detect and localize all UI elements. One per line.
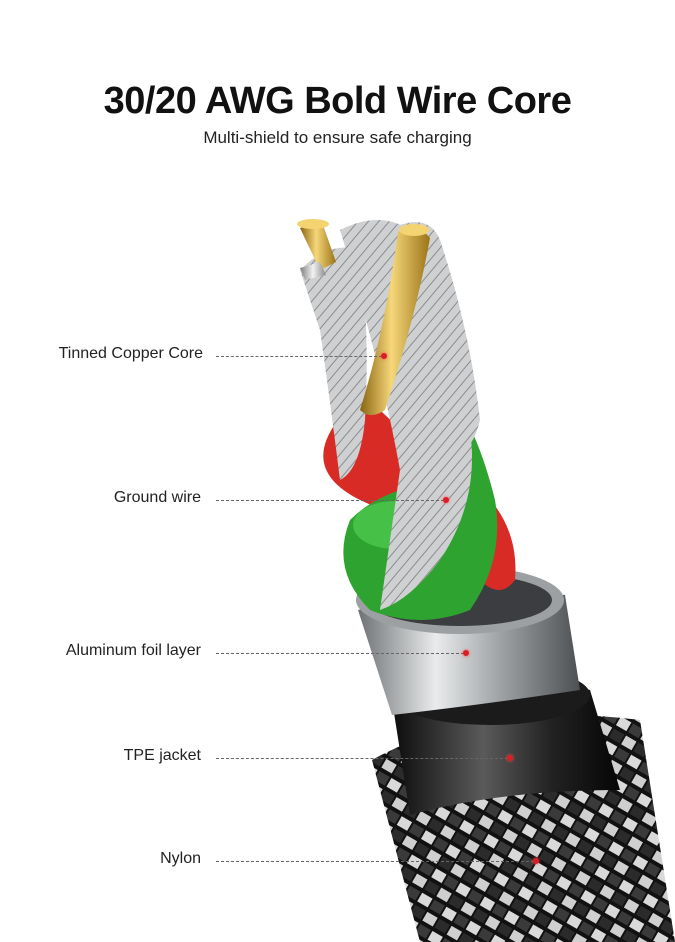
- callout-leader-line: [216, 653, 464, 654]
- callout-label-tpe-jacket: TPE jacket: [123, 747, 201, 764]
- callout-leader-line: [216, 758, 508, 759]
- callout-marker-dot: [533, 858, 539, 864]
- silver-strand-left: [300, 247, 367, 480]
- callout-leader-line: [216, 500, 444, 501]
- callout-marker-dot: [443, 497, 449, 503]
- callout-leader-line: [216, 356, 382, 357]
- copper-core-shape: [360, 229, 430, 415]
- callout-leader-line: [216, 861, 534, 862]
- callout-marker-dot: [381, 353, 387, 359]
- page-subtitle: Multi-shield to ensure safe charging: [203, 128, 472, 147]
- silver-strand-center: [340, 220, 472, 610]
- callout-label-tinned-copper-core: Tinned Copper Core: [58, 345, 203, 362]
- callout-label-ground-wire: Ground wire: [113, 489, 201, 506]
- page-title: 30/20 AWG Bold Wire Core: [103, 80, 572, 122]
- callout-label-nylon: Nylon: [160, 850, 201, 867]
- callout-marker-dot: [507, 755, 513, 761]
- callout-marker-dot: [463, 650, 469, 656]
- callout-label-aluminum-foil-layer: Aluminum foil layer: [65, 642, 201, 659]
